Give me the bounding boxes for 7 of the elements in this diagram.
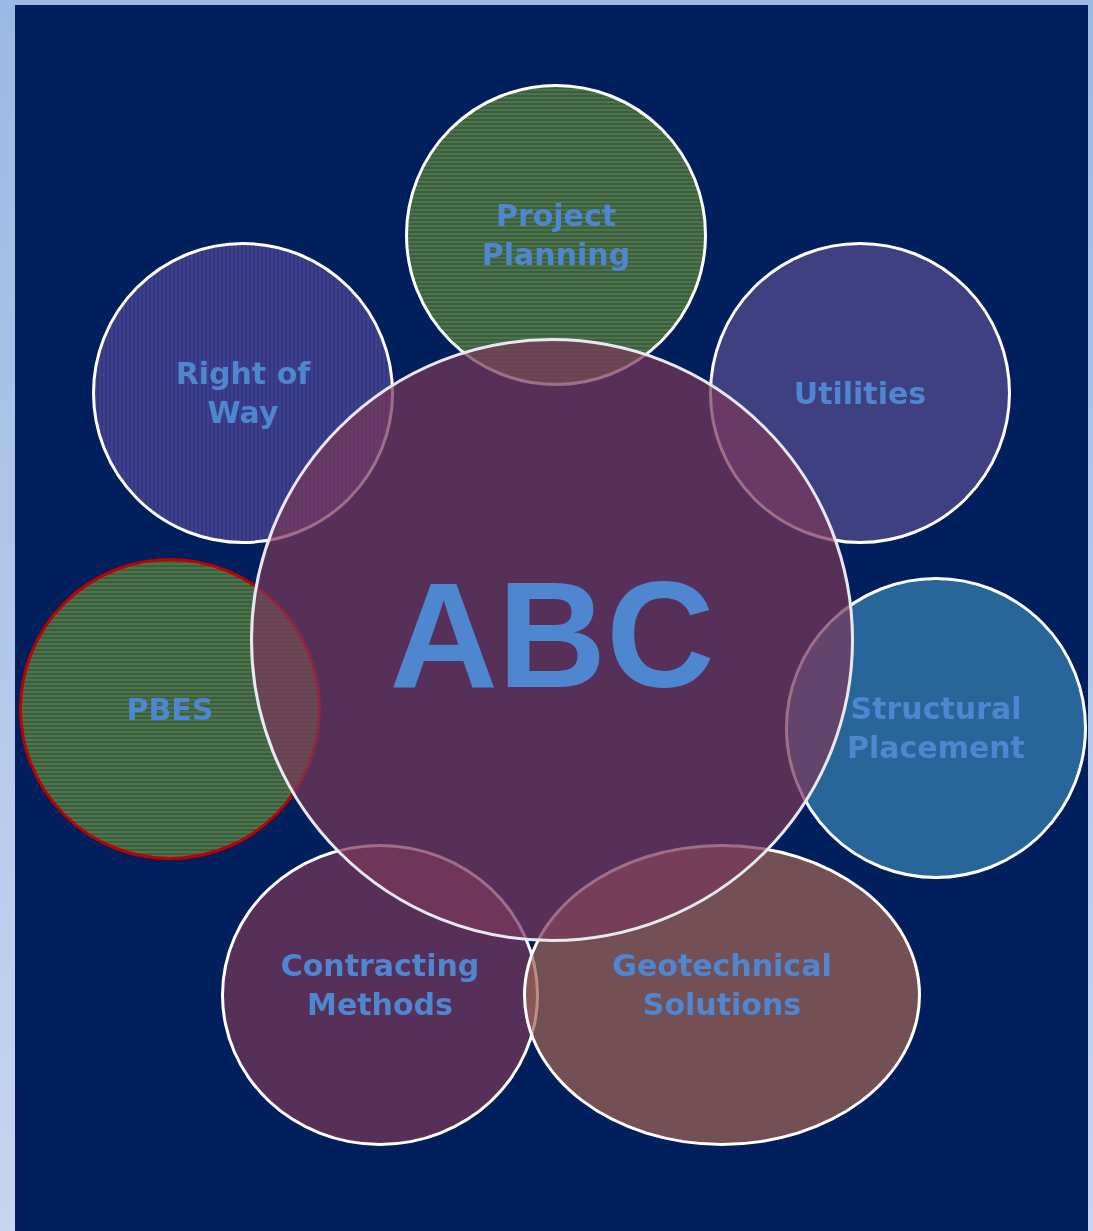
- circle-label: Geotechnical Solutions: [611, 947, 833, 1024]
- circle-label: Contracting Methods: [279, 947, 481, 1024]
- circle-label: Utilities: [793, 374, 927, 413]
- circle-label: PBES: [126, 690, 214, 729]
- circle-label: Right of Way: [174, 355, 312, 432]
- center-title: ABC: [389, 549, 715, 721]
- circle-label: Project Planning: [480, 197, 632, 274]
